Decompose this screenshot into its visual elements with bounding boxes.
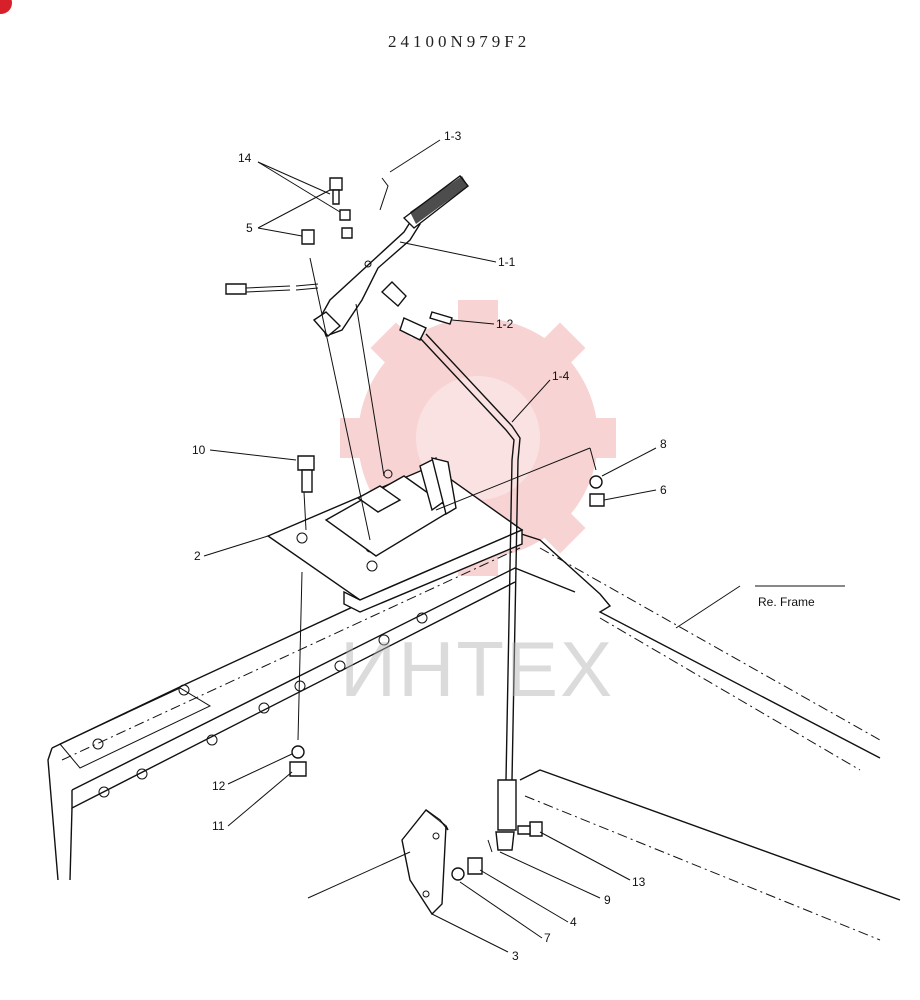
callout-1-3: 1-3 bbox=[444, 129, 462, 143]
callout-2: 2 bbox=[194, 549, 201, 563]
clevis-yoke bbox=[380, 281, 453, 341]
hand-brake-lever bbox=[312, 175, 469, 337]
callout-8: 8 bbox=[660, 437, 667, 451]
callout-12: 12 bbox=[212, 779, 226, 793]
callout-10: 10 bbox=[192, 443, 206, 457]
callout-4: 4 bbox=[570, 915, 577, 929]
lower-bracket bbox=[307, 809, 449, 916]
watermark-text: ИНТЕХ bbox=[340, 625, 615, 713]
callout-9: 9 bbox=[604, 893, 611, 907]
frame-holes bbox=[92, 612, 428, 798]
callout-6: 6 bbox=[660, 483, 667, 497]
callout-11: 11 bbox=[212, 819, 225, 833]
leader-lines bbox=[203, 139, 741, 953]
callout-7: 7 bbox=[544, 931, 551, 945]
callout-5: 5 bbox=[246, 221, 253, 235]
callout-13: 13 bbox=[632, 875, 646, 889]
callout-1-2: 1-2 bbox=[496, 317, 514, 331]
drawing-number: 24100N979F2 bbox=[388, 32, 531, 51]
callout-1-1: 1-1 bbox=[498, 255, 516, 269]
center-lines bbox=[297, 257, 597, 741]
callout-1-4: 1-4 bbox=[552, 369, 570, 383]
fasteners bbox=[289, 177, 605, 881]
lever-base-bracket bbox=[324, 456, 457, 557]
brake-rod bbox=[419, 333, 521, 851]
cable-left-end bbox=[225, 283, 319, 295]
rear-frame bbox=[47, 531, 901, 941]
frame-label: Re. Frame bbox=[758, 595, 815, 609]
callout-14: 14 bbox=[238, 151, 252, 165]
corner-badge bbox=[0, 0, 12, 14]
callout-3: 3 bbox=[512, 949, 519, 963]
